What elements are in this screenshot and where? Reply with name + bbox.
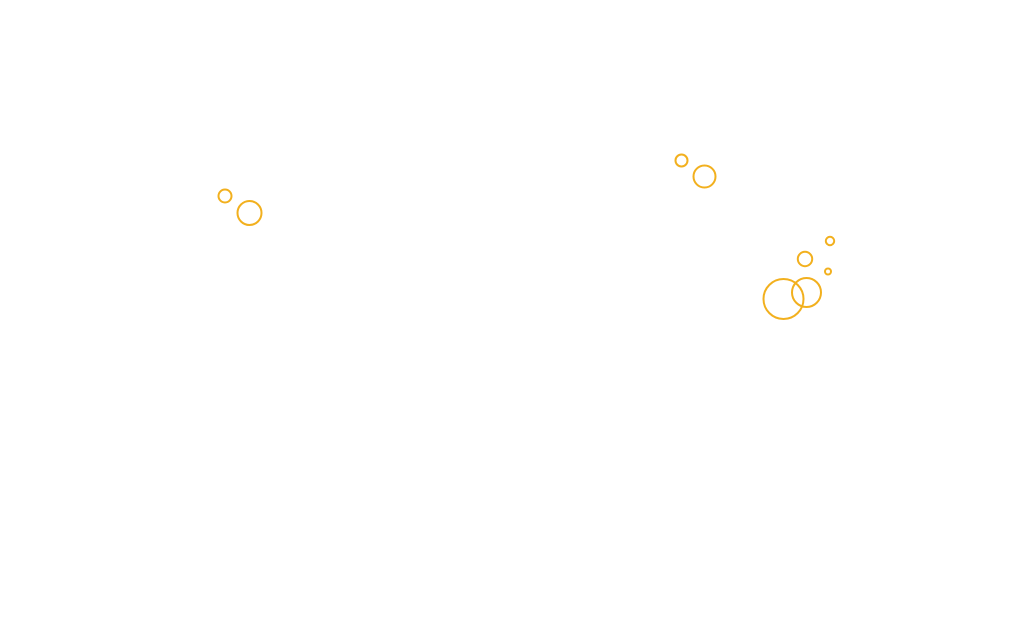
bubble-small: [796, 250, 814, 268]
right-bubble-cluster: [762, 235, 836, 320]
top-right-bubble-pair: [674, 153, 717, 189]
bubble-large: [762, 278, 805, 320]
bubble-medium: [692, 164, 717, 189]
bubble-small: [674, 153, 689, 168]
bubble-medium: [791, 277, 822, 308]
bubble-tiny: [824, 235, 836, 247]
bubble-small: [217, 188, 233, 204]
bubble-medium: [236, 200, 263, 226]
left-bubble-pair: [217, 188, 263, 226]
bubble-tiny: [824, 267, 832, 276]
